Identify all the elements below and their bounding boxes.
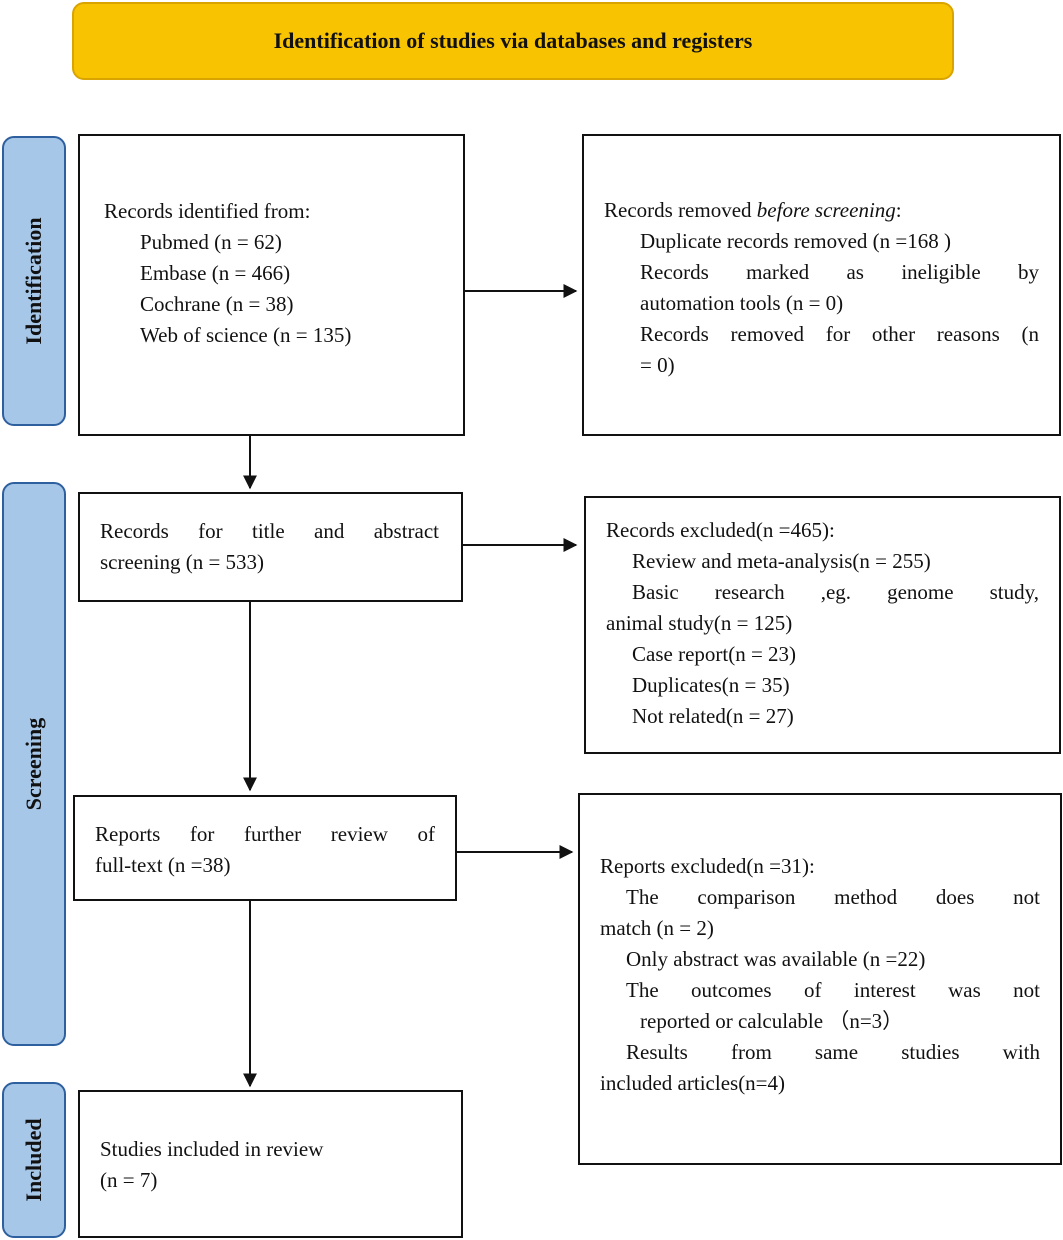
reports-excluded-box: Reports excluded(n =31): The comparison … bbox=[578, 793, 1062, 1165]
stage-screening: Screening bbox=[2, 482, 66, 1046]
header-title: Identification of studies via databases … bbox=[273, 28, 753, 53]
header-banner: Identification of studies via databases … bbox=[72, 2, 954, 80]
reports-excluded-comparison: The comparison method does not bbox=[626, 885, 1040, 909]
removed-other-cont: = 0) bbox=[640, 353, 675, 377]
fulltext-line-1: Reports for further review of bbox=[95, 822, 435, 846]
included-line-1: Studies included in review bbox=[100, 1137, 324, 1161]
stage-included: Included bbox=[2, 1082, 66, 1238]
reports-excluded-comparison-cont: match (n = 2) bbox=[600, 916, 714, 940]
excluded-reviews: Review and meta-analysis(n = 255) bbox=[632, 549, 931, 573]
excluded-basic-research: Basic research ,eg. genome study, bbox=[632, 580, 1039, 604]
records-removed-box: Records removed before screening: Duplic… bbox=[582, 134, 1061, 436]
records-excluded-box: Records excluded(n =465): Review and met… bbox=[584, 496, 1061, 754]
source-embase: Embase (n = 466) bbox=[140, 261, 291, 285]
records-identified-box: Records identified from: Pubmed (n = 62)… bbox=[78, 134, 465, 436]
removed-duplicates: Duplicate records removed (n =168 ) bbox=[640, 229, 951, 253]
records-excluded-heading: Records excluded(n =465): bbox=[606, 518, 835, 542]
records-removed-heading: Records removed before screening: bbox=[604, 195, 1039, 226]
included-line-2: (n = 7) bbox=[100, 1168, 158, 1192]
fulltext-line-2: full-text (n =38) bbox=[95, 853, 231, 877]
records-removed-heading-italic: before screening bbox=[756, 198, 896, 222]
reports-excluded-outcomes-cont: reported or calculable （n=3） bbox=[640, 1009, 904, 1033]
records-removed-heading-suffix: : bbox=[895, 198, 902, 222]
records-identified-heading: Records identified from: bbox=[104, 199, 311, 223]
screening-line-2: screening (n = 533) bbox=[100, 550, 265, 574]
reports-excluded-outcomes: The outcomes of interest was not bbox=[626, 978, 1040, 1002]
source-pubmed: Pubmed (n = 62) bbox=[140, 230, 282, 254]
source-cochrane: Cochrane (n = 38) bbox=[140, 292, 294, 316]
reports-excluded-same-studies: Results from same studies with bbox=[626, 1040, 1040, 1064]
excluded-not-related: Not related(n = 27) bbox=[632, 704, 794, 728]
fulltext-box: Reports for further review of full-text … bbox=[73, 795, 457, 901]
excluded-basic-research-cont: animal study(n = 125) bbox=[606, 611, 793, 635]
reports-excluded-heading: Reports excluded(n =31): bbox=[600, 854, 815, 878]
stage-identification: Identification bbox=[2, 136, 66, 426]
excluded-duplicates: Duplicates(n = 35) bbox=[632, 673, 790, 697]
reports-excluded-same-studies-cont: included articles(n=4) bbox=[600, 1071, 786, 1095]
screening-line-1: Records for title and abstract bbox=[100, 519, 439, 543]
included-box: Studies included in review (n = 7) bbox=[78, 1090, 463, 1238]
screening-box: Records for title and abstract screening… bbox=[78, 492, 463, 602]
records-removed-heading-prefix: Records removed bbox=[604, 198, 757, 222]
source-web-of-science: Web of science (n = 135) bbox=[140, 323, 352, 347]
removed-other: Records removed for other reasons (n bbox=[640, 322, 1039, 346]
reports-excluded-abstract-only: Only abstract was available (n =22) bbox=[626, 947, 926, 971]
removed-ineligible-cont: automation tools (n = 0) bbox=[640, 291, 844, 315]
removed-ineligible: Records marked as ineligible by bbox=[640, 260, 1039, 284]
excluded-case-report: Case report(n = 23) bbox=[632, 642, 797, 666]
